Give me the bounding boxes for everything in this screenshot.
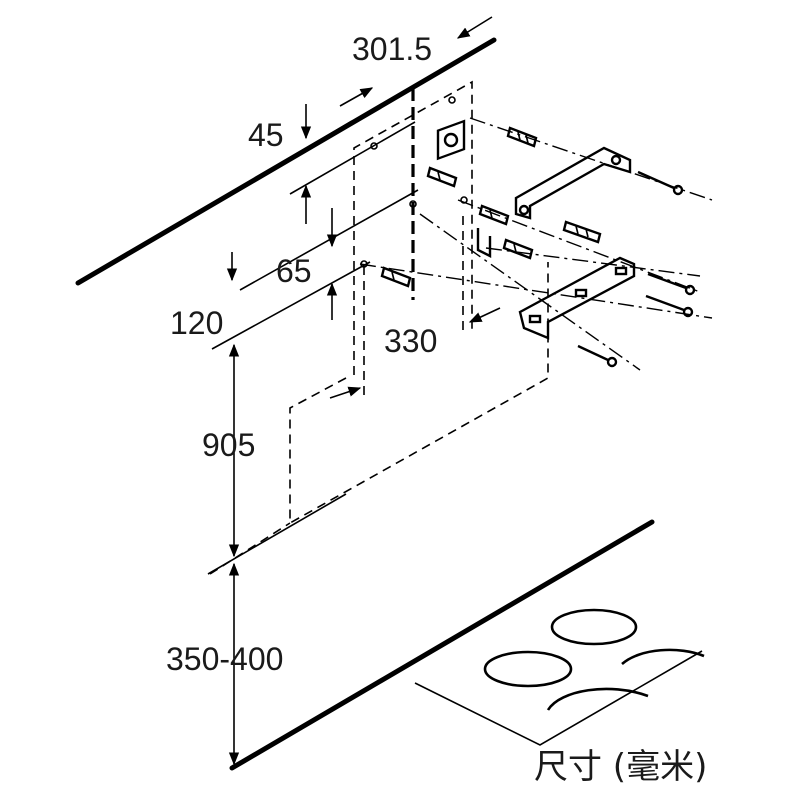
axis-line-2 [457,199,701,293]
axis-line-3 [419,213,641,371]
lower-bracket-slot-1 [528,314,542,324]
ref-line-65 [239,189,419,291]
upper-bracket-hole [610,154,622,166]
ref-line-905 [207,493,347,575]
upper-bracket-hole-2 [518,204,530,216]
dim-label-350-400: 350-400 [166,641,283,677]
dim-label-905: 905 [202,427,255,463]
dim-label-330: 330 [384,323,437,359]
burner-left [483,650,573,688]
cooktop-outline [414,650,703,746]
dim-arrow-301-5-a [339,87,374,107]
dim-arrow-330-left [329,386,362,399]
units-caption: 尺寸 (毫米) [534,747,707,787]
dim-arrow-301-5-b [456,16,493,39]
burner-back [550,608,638,646]
lower-bracket [518,256,636,340]
wall-plug-2 [426,166,458,188]
burner-right-partial [621,648,705,666]
vent-square [436,119,466,161]
wall-line [75,37,497,286]
screw-1 [637,170,684,196]
wall-plug-5 [380,266,412,288]
hood-outline [289,262,549,525]
dim-arrow-330-right [468,307,501,323]
ref-line-top-bracket [289,121,416,195]
screw-2 [647,272,696,296]
axis-line-4 [359,263,713,319]
screw-3 [645,294,694,318]
dim-label-120: 120 [170,305,223,341]
axis-line-5 [485,247,701,277]
marker-point-2 [370,142,378,150]
burner-front-partial [546,687,649,711]
marker-point-3 [409,200,417,208]
ref-line-120 [211,261,371,350]
dim-label-65: 65 [276,253,312,289]
dim-label-301-5: 301.5 [352,31,432,67]
countertop-line [229,519,655,771]
lower-bracket-slot-3 [614,266,628,276]
wall-plug-6 [562,220,602,244]
marker-point-5 [360,260,368,268]
wall-plug-1 [506,126,538,148]
marker-point-4 [460,196,468,204]
vent-hole [443,132,459,148]
screw-4 [577,344,618,368]
wall-plug-3 [478,204,510,226]
upper-bracket [514,146,632,220]
lower-bracket-slot-2 [574,288,588,298]
hook-bracket [476,228,492,258]
dim-label-45: 45 [248,117,284,153]
wall-plug-4 [502,238,534,260]
marker-point-1 [448,96,456,104]
ref-line-45 [285,120,353,161]
